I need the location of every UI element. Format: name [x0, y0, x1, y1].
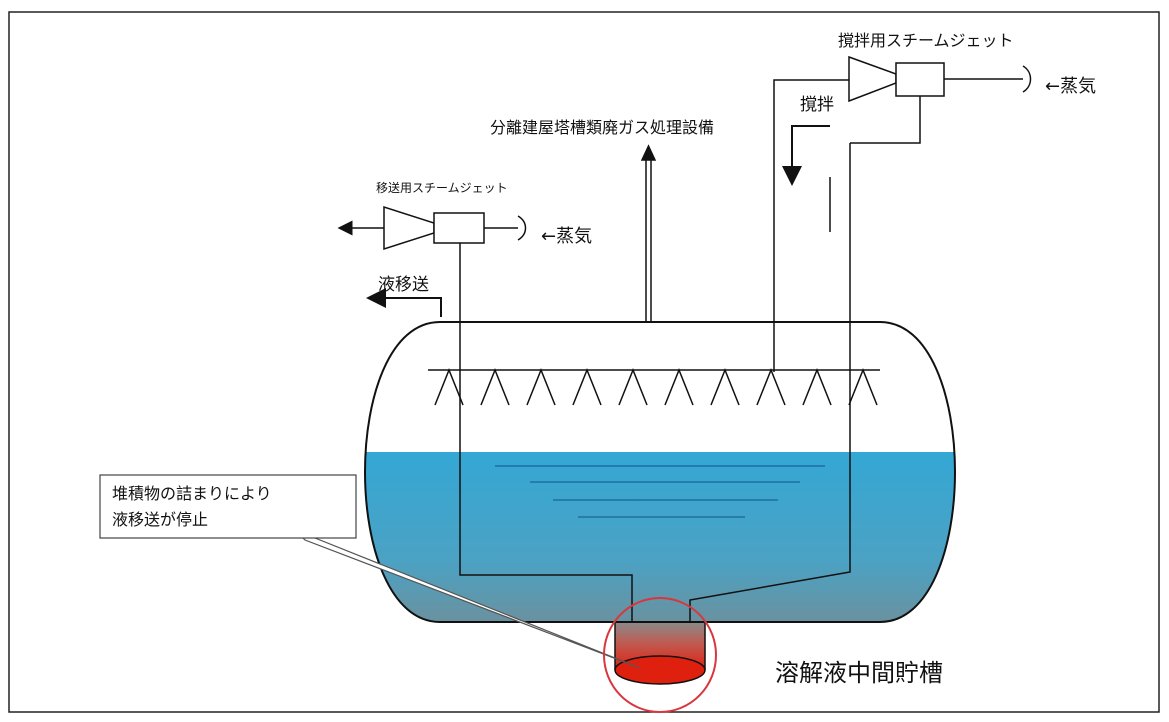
- callout-line-2: 液移送が停止: [112, 510, 208, 529]
- callout-line-1: 堆積物の詰まりにより: [112, 484, 272, 503]
- liquid-transfer-arrow: [366, 288, 442, 317]
- tank-name-label: 溶解液中間貯槽: [775, 659, 943, 687]
- transfer-steam-jet: [383, 205, 527, 251]
- stir-pipe: [850, 96, 921, 144]
- liquid-ripples: [495, 465, 825, 518]
- spray-header: [428, 367, 880, 406]
- blockage-highlight-circle: [603, 597, 717, 713]
- stir-flow-arrow: [782, 125, 830, 186]
- stir-label: 撹拌: [800, 95, 834, 115]
- outer-frame: [8, 11, 1160, 713]
- tank-liquid: [365, 452, 955, 622]
- stir-pipe-inlet: [773, 79, 849, 372]
- sediment-sump: [614, 622, 706, 685]
- stir-jet-title: 撹拌用スチームジェット: [838, 31, 1014, 50]
- tank-shell: [364, 321, 956, 623]
- offgas-label: 分離建屋塔槽類廃ガス処理設備: [490, 118, 714, 137]
- stir-steam-jet: [848, 55, 1032, 103]
- liquid-transfer-label: 液移送: [378, 275, 429, 295]
- transfer-pipe: [459, 243, 633, 622]
- offgas-pipe: [640, 144, 657, 322]
- steam-label-left: ←蒸気: [541, 226, 592, 247]
- transfer-jet-title: 移送用スチームジェット: [376, 180, 508, 195]
- steam-label-right: ←蒸気: [1045, 76, 1096, 97]
- blockage-callout: [99, 474, 641, 669]
- stir-pipe-down: [689, 143, 851, 622]
